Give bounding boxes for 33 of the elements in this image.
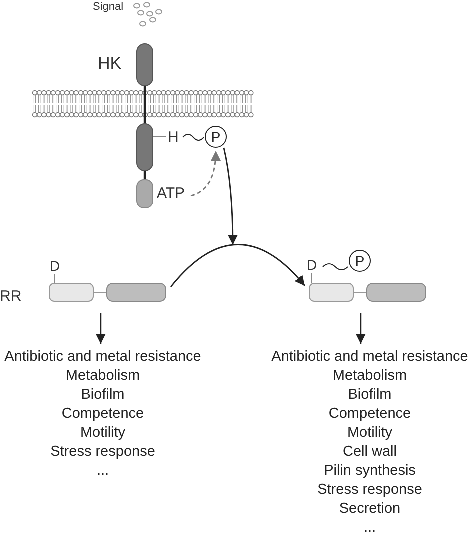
target-process-text: Competence [62, 405, 144, 424]
target-process-text: Stress response [50, 443, 156, 462]
target-process-text: Biofilm [81, 386, 125, 405]
residue-label: ATP [157, 186, 186, 201]
arrow [190, 150, 221, 197]
response-regulator-drawing [309, 283, 427, 302]
arrow [223, 148, 238, 245]
arrow [170, 244, 306, 288]
target-process-text: Cell wall [343, 443, 397, 462]
part-label: HK [98, 55, 122, 72]
arrow [96, 313, 106, 344]
residue-label: D [50, 259, 60, 273]
arrow [356, 313, 366, 344]
target-process-text: Motility [80, 424, 126, 443]
part-label: RR [0, 289, 22, 304]
target-process-text: Secretion [339, 500, 401, 519]
target-process-text: Metabolism [332, 367, 408, 386]
target-process-text: Pilin synthesis [324, 462, 416, 481]
target-process-text: ... [96, 462, 110, 481]
target-process-text: Metabolism [66, 367, 140, 386]
part-label: Signal [93, 2, 124, 13]
target-process-text: Biofilm [348, 386, 392, 405]
target-process-text: Stress response [318, 481, 422, 500]
phosphate-circle: P [205, 126, 227, 148]
target-process-text: Motility [347, 424, 393, 443]
target-process-text: Antibiotic and metal resistance [4, 348, 202, 367]
residue-label: H [168, 130, 179, 145]
target-process-text: ... [364, 519, 376, 536]
target-process-text: Antibiotic and metal resistance [272, 348, 468, 367]
phosphate-circle: P [349, 250, 371, 272]
residue-label: D [307, 258, 318, 272]
response-regulator-drawing [49, 283, 167, 302]
target-process-text: Competence [328, 405, 412, 424]
